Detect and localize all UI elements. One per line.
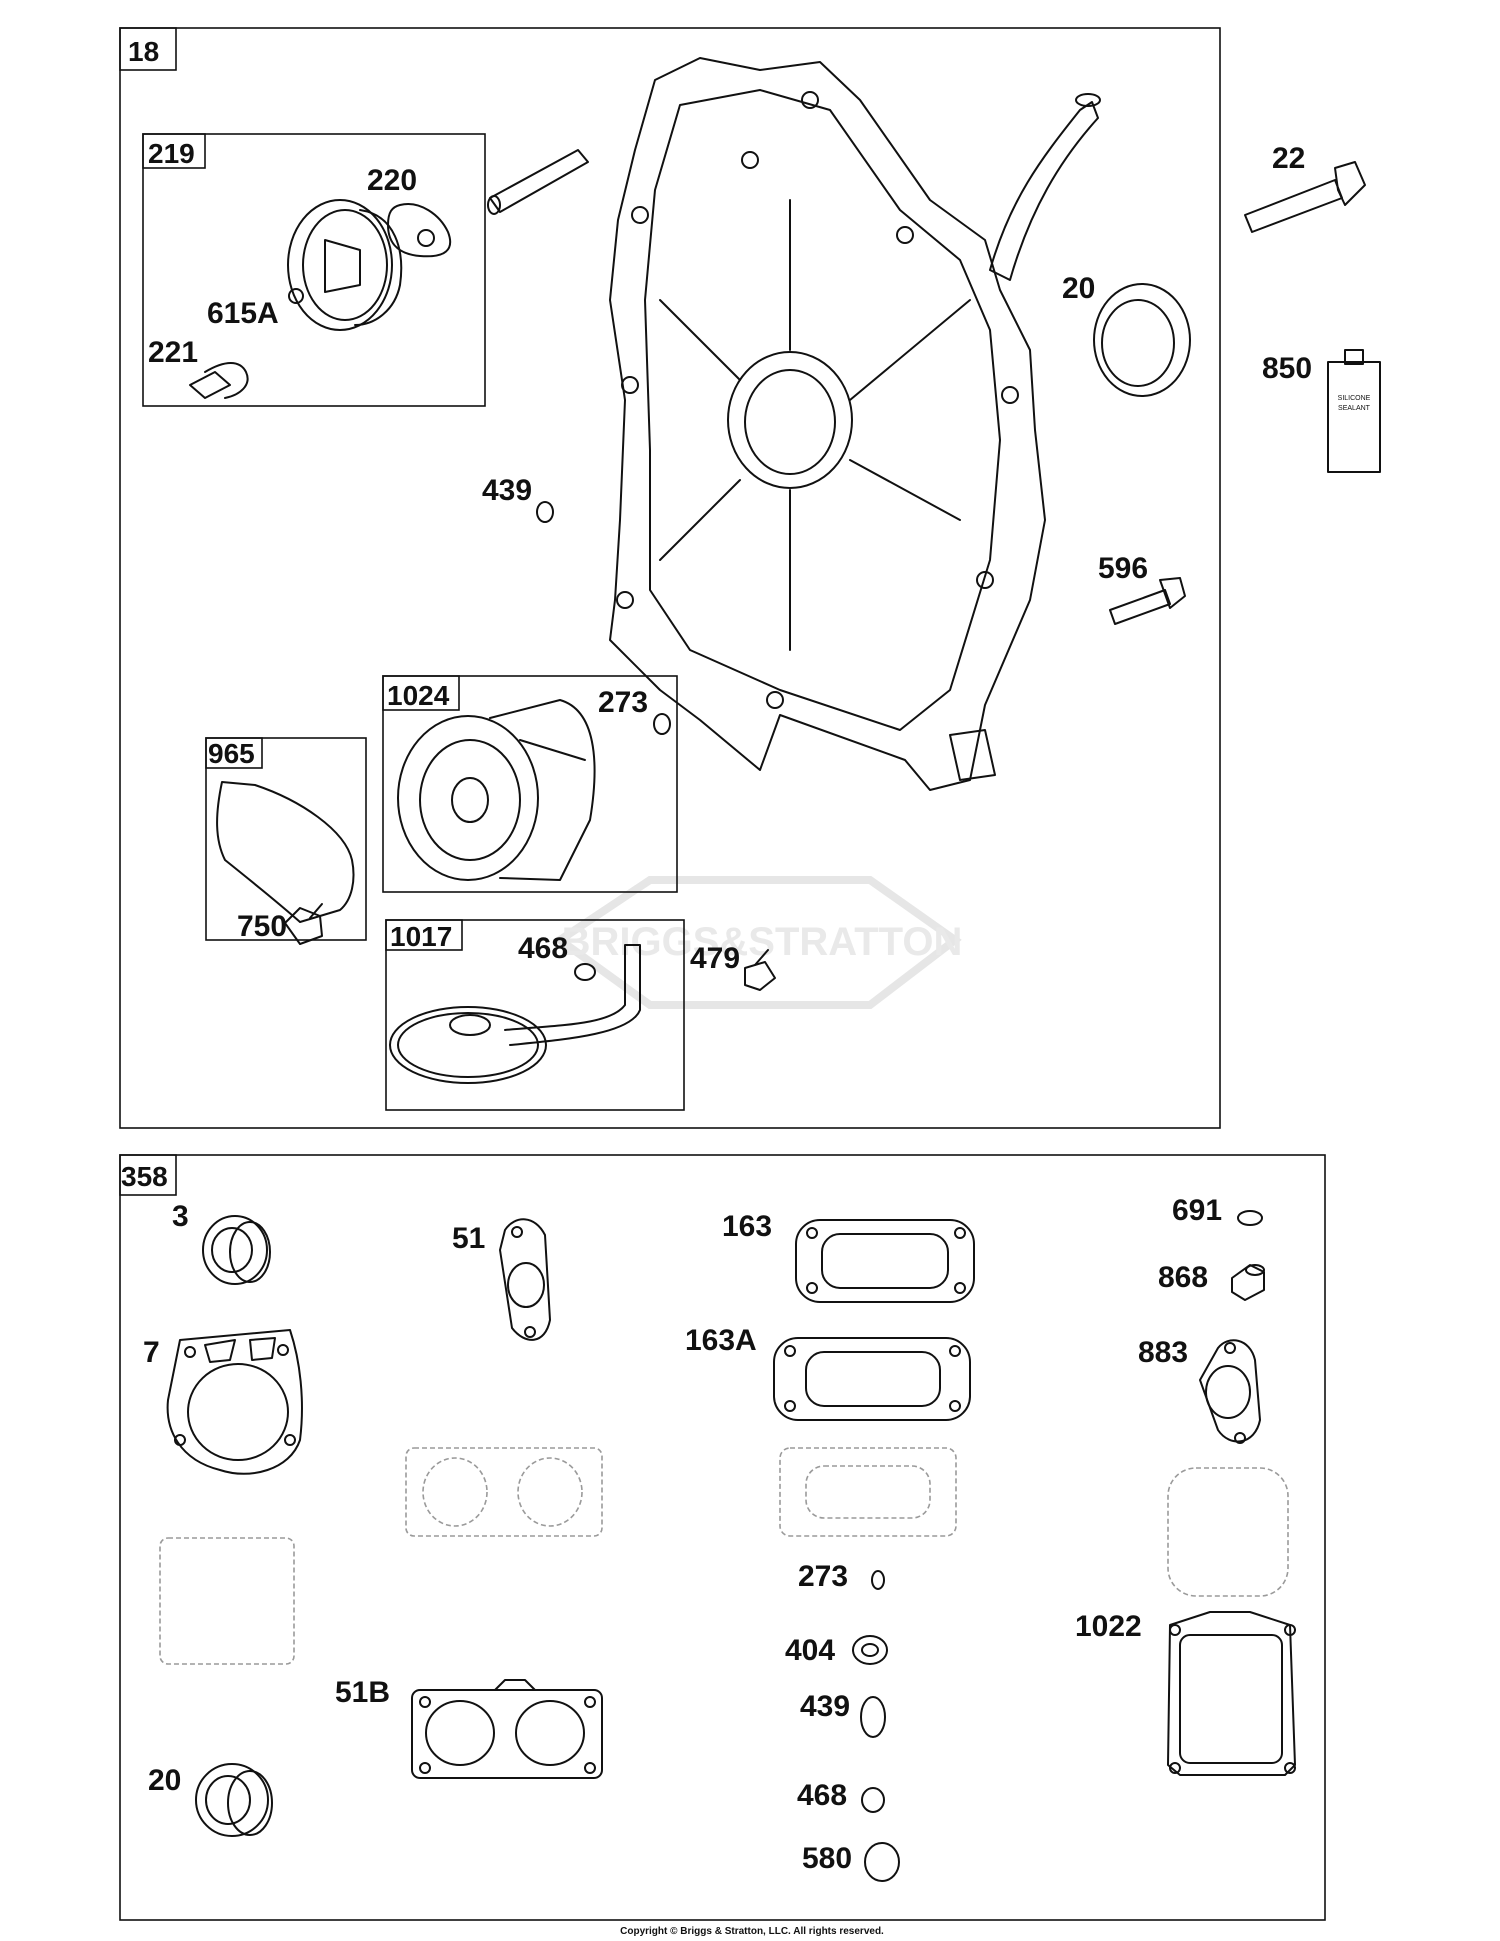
ghost-square-gasket [159,1537,295,1665]
label-51: 51 [452,1222,485,1255]
part-750-screw [284,903,323,945]
group-18-tag [119,27,177,71]
label-1022: 1022 [1075,1610,1142,1643]
part-220-plate [387,203,452,258]
label-750: 750 [237,910,287,943]
part-51B-gasket [411,1679,603,1779]
part-439-top [536,501,554,523]
part-shaft-pin [487,149,589,215]
label-479: 479 [690,942,740,975]
label-3: 3 [172,1200,189,1233]
group-1017-tag [385,919,463,951]
label-850: 850 [1262,352,1312,385]
part-468-top [574,963,596,981]
part-221-spool [189,362,249,399]
part-615A [288,288,304,304]
label-691: 691 [1172,1194,1222,1227]
label-221: 221 [148,336,198,369]
part-163A-gasket [773,1337,971,1421]
label-163: 163 [722,1210,772,1243]
ghost-dual-gasket [405,1447,603,1537]
group-965-label: 965 [208,738,255,769]
part-468-bottom [861,1787,885,1813]
part-governor-gear [287,199,403,331]
label-163A: 163A [685,1324,757,1357]
part-850-sealant: SILICONE SEALANT [1327,349,1381,473]
part-404-seal [852,1635,888,1665]
sealant-line-1: SILICONE [1338,395,1371,402]
crankcase-cover [609,57,1046,791]
dipstick-tube [989,101,1099,281]
label-404: 404 [785,1634,835,1667]
group-18-frame [119,27,1221,1129]
part-965-gasket [216,781,355,923]
label-273-bottom: 273 [798,1560,848,1593]
group-219-frame [142,133,486,407]
group-358-label: 358 [121,1161,168,1192]
part-51-gasket [499,1218,551,1341]
label-468-top: 468 [518,932,568,965]
group-1017-label: 1017 [390,921,452,952]
part-479-screw [744,949,776,991]
label-596: 596 [1098,552,1148,585]
part-7-head-gasket [166,1329,303,1475]
ghost-oval-gasket [779,1447,957,1537]
part-163-gasket [795,1219,975,1303]
label-615A: 615A [207,297,279,330]
label-273-top: 273 [598,686,648,719]
ghost-rounded-gasket [1167,1467,1289,1597]
label-439-top: 439 [482,474,532,507]
part-580 [864,1842,900,1882]
group-219-tag [142,133,206,169]
part-20-seal [1093,283,1191,397]
group-1024-tag [382,675,460,711]
group-358-tag [119,1154,177,1196]
group-1024-label: 1024 [387,680,450,711]
label-580: 580 [802,1842,852,1875]
label-868: 868 [1158,1261,1208,1294]
brand-watermark: BRIGGS&STRATTON [552,876,962,1009]
part-220-hole [417,229,435,247]
dipstick-tube-top [1075,93,1101,107]
group-1024-frame [382,675,678,893]
label-22: 22 [1272,142,1305,175]
group-18-label: 18 [128,36,159,67]
label-51B: 51B [335,1676,390,1709]
part-439-bottom [860,1696,886,1738]
group-358-frame [119,1154,1326,1921]
part-273-bottom [871,1570,885,1590]
part-868-plug [1231,1264,1265,1301]
sealant-line-2: SEALANT [1338,405,1371,412]
group-965-frame [205,737,367,941]
label-439-bottom: 439 [800,1690,850,1723]
part-596-bolt [1109,577,1186,625]
label-20-bottom: 20 [148,1764,181,1797]
label-468-bottom: 468 [797,1779,847,1812]
part-273-top [653,713,671,735]
group-965-tag [205,737,263,769]
part-1017-oil-pickup [389,944,641,1084]
part-20-bottom-seal [195,1763,273,1837]
part-883-gasket [1199,1339,1261,1444]
part-1024-oil-pump [397,699,596,881]
label-220: 220 [367,164,417,197]
part-1022-gasket [1167,1611,1296,1776]
group-219-label: 219 [148,138,195,169]
copyright-notice: Copyright © Briggs & Stratton, LLC. All … [620,1926,884,1937]
part-3-bearing [202,1215,271,1285]
part-22-bolt [1244,161,1366,233]
part-691 [1237,1210,1263,1226]
group-1017-frame [385,919,685,1111]
label-7: 7 [143,1336,160,1369]
label-20-top: 20 [1062,272,1095,305]
label-883: 883 [1138,1336,1188,1369]
